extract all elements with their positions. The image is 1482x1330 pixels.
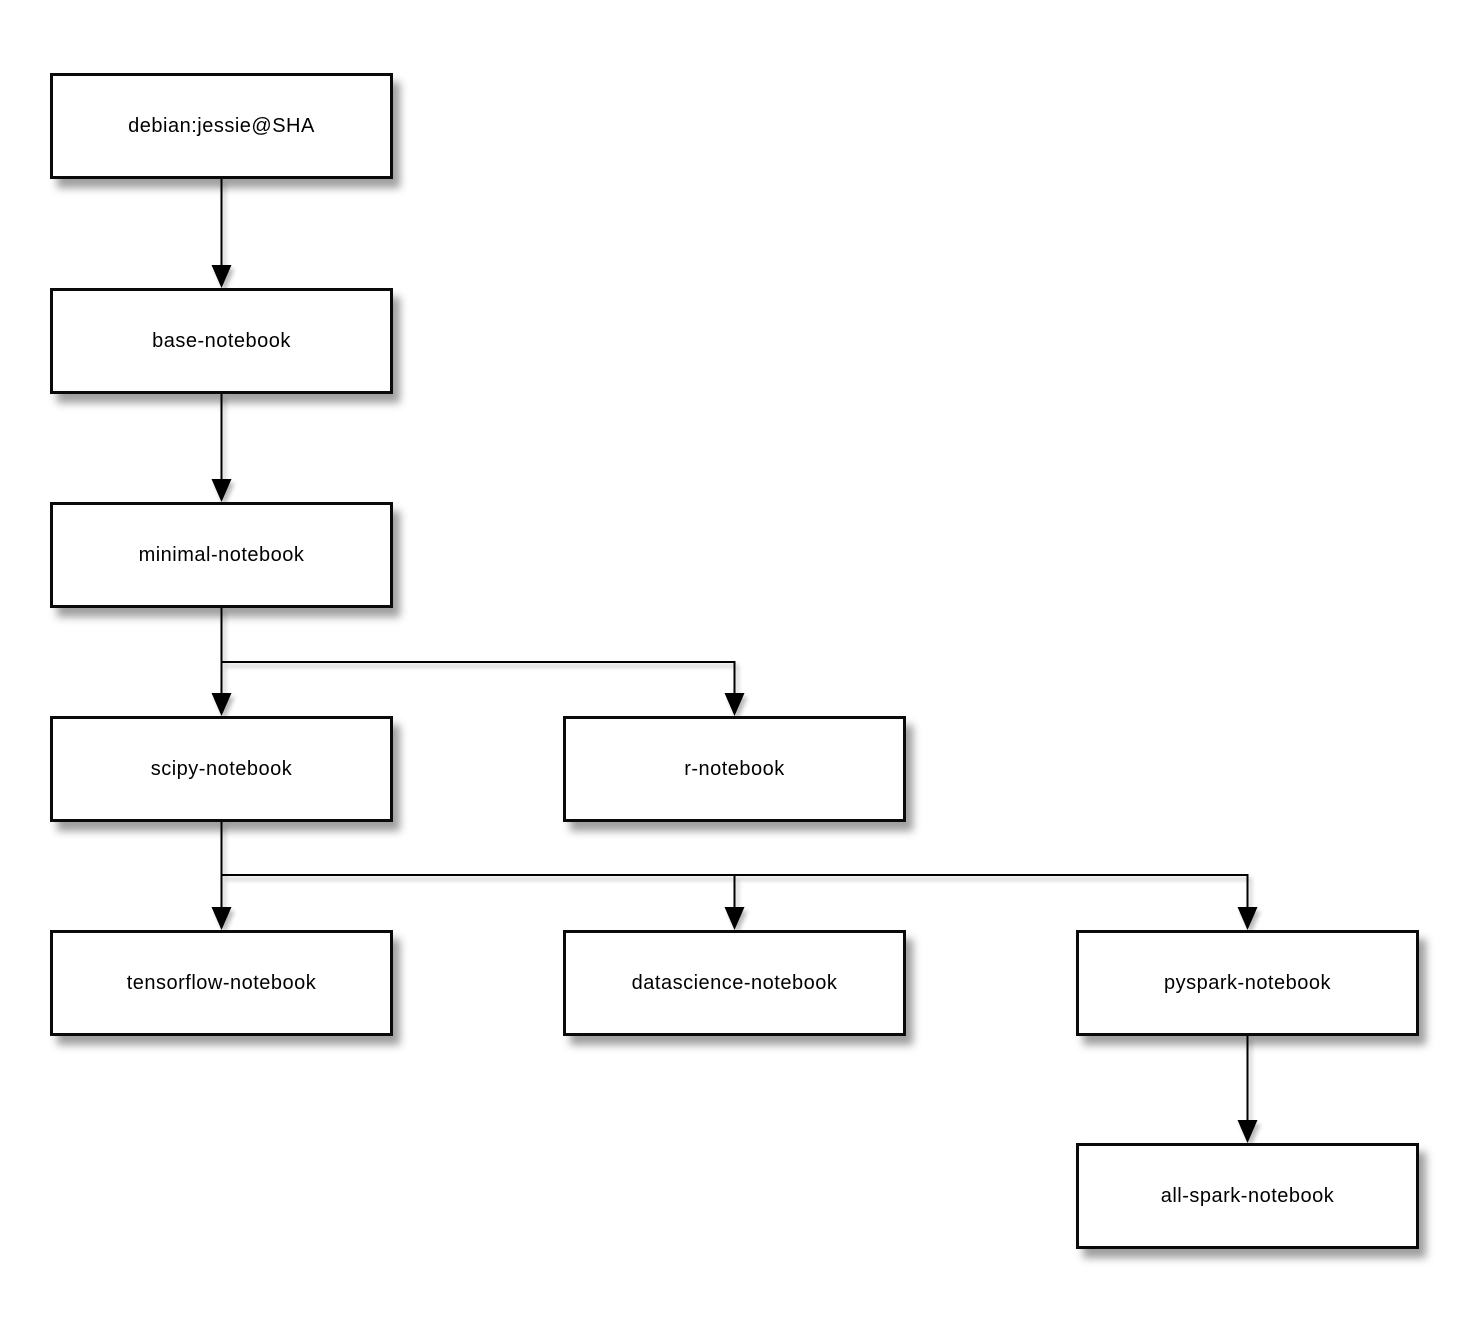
node-label: pyspark-notebook bbox=[1164, 971, 1331, 994]
node-label: datascience-notebook bbox=[631, 971, 838, 994]
node-label: debian:jessie@SHA bbox=[128, 114, 315, 137]
node-label: all-spark-notebook bbox=[1160, 1184, 1335, 1207]
edge-scipy-to-tensorflow bbox=[211, 875, 232, 930]
node-label: scipy-notebook bbox=[150, 757, 293, 780]
edge-pyspark-to-allspark bbox=[1237, 1036, 1258, 1143]
node-scipy-notebook: scipy-notebook bbox=[50, 716, 393, 822]
node-minimal-notebook: minimal-notebook bbox=[50, 502, 393, 608]
edge-base-to-minimal bbox=[211, 394, 232, 502]
node-label: r-notebook bbox=[684, 757, 785, 780]
edge-scipy-to-pyspark bbox=[220, 822, 1258, 930]
edge-scipy-to-datascience bbox=[724, 875, 745, 930]
node-datascience-notebook: datascience-notebook bbox=[563, 930, 906, 1036]
edge-minimal-to-scipy bbox=[211, 608, 736, 716]
node-label: base-notebook bbox=[152, 329, 291, 352]
node-label: minimal-notebook bbox=[138, 543, 305, 566]
edge-debian-to-base bbox=[211, 179, 232, 288]
node-tensorflow-notebook: tensorflow-notebook bbox=[50, 930, 393, 1036]
node-base-notebook: base-notebook bbox=[50, 288, 393, 394]
node-debian-jessie: debian:jessie@SHA bbox=[50, 73, 393, 179]
edge-minimal-to-r bbox=[724, 693, 745, 716]
node-all-spark-notebook: all-spark-notebook bbox=[1076, 1143, 1419, 1249]
node-label: tensorflow-notebook bbox=[126, 971, 317, 994]
node-r-notebook: r-notebook bbox=[563, 716, 906, 822]
node-pyspark-notebook: pyspark-notebook bbox=[1076, 930, 1419, 1036]
